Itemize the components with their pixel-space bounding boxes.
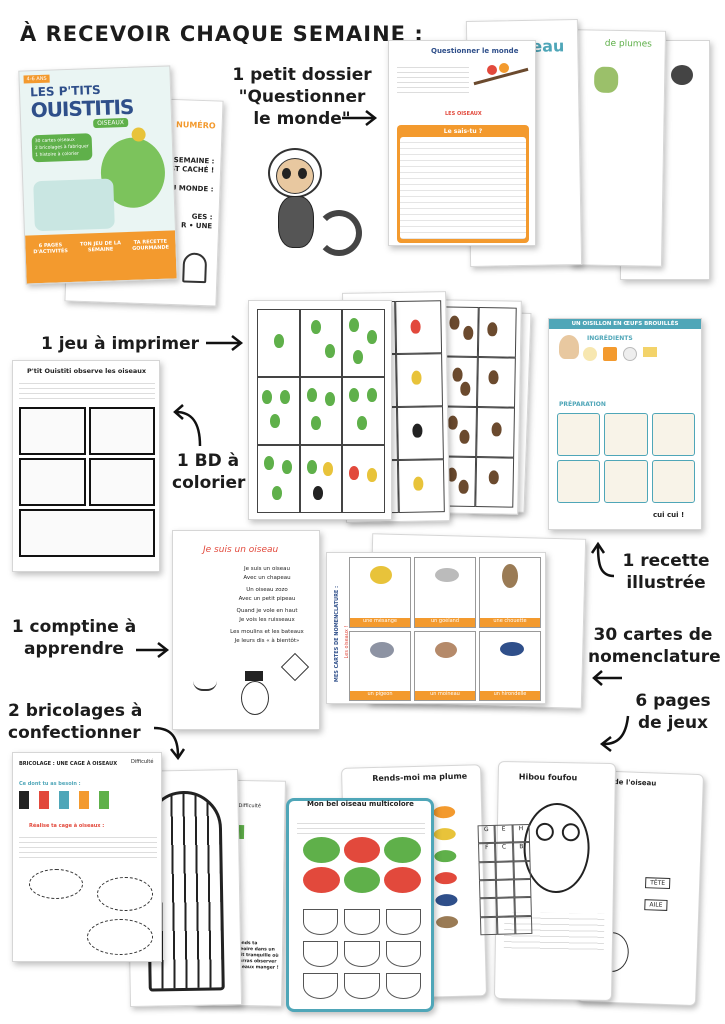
windmill-icon — [280, 652, 310, 682]
need-heading: Ce dont tu as besoin : — [19, 781, 81, 787]
arrow-right-icon — [342, 110, 378, 126]
label-bd: 1 BD à colorier — [172, 451, 246, 493]
bd-page: P'tit Ouistiti observe les oiseaux — [12, 360, 160, 572]
recette-ending: cui cui ! — [653, 511, 685, 519]
preparation-steps — [557, 413, 695, 503]
cartes-side-title: MES CARTES DE NOMENCLATURE : Les oiseaux… — [334, 585, 350, 683]
arrow-right-icon — [136, 642, 170, 658]
label-dossier: 1 petit dossier "Questionner le monde" — [232, 65, 372, 129]
difficulty-label: Difficulté — [131, 759, 154, 765]
letter-grid: G E H F C B — [477, 823, 533, 936]
bird-cutout-illustration — [97, 877, 153, 911]
bird-hat-illustration — [235, 671, 275, 721]
label-jeux: 6 pages de jeux — [635, 691, 711, 733]
cartes-grid: une mésange un goéland une chouette un p… — [349, 557, 541, 701]
magazine-subtitle: OISEAUX — [93, 117, 129, 129]
bd-comic-panels — [19, 407, 155, 557]
jeux-p3-title: Hibou foufou — [518, 772, 578, 783]
children-illustration — [33, 178, 115, 232]
cover-footer: 6 PAGES D'ACTIVITÉS TON JEU DE LA SEMAIN… — [25, 230, 177, 284]
jeux-page-1: Mon bel oiseau multicolore — [286, 798, 434, 1012]
owl-illustration — [522, 802, 591, 894]
behind-title-1: eau — [531, 36, 565, 56]
birdcage-icon — [182, 252, 208, 284]
bd-intro-text — [19, 379, 155, 401]
bird-photo — [593, 66, 619, 93]
boat-icon — [193, 681, 217, 691]
branch-illustration — [473, 55, 529, 95]
arrow-left-icon — [592, 670, 622, 686]
comptine-title: Je suis un oiseau — [203, 545, 279, 555]
difficulty-label: Difficulté — [238, 802, 261, 810]
jeux-p1-title: Mon bel oiseau multicolore — [307, 800, 414, 808]
bird-photo — [671, 65, 693, 85]
supplies-icons — [19, 791, 157, 813]
dossier-front-page: Questionner le monde Le sais-tu ? LES OI… — [388, 40, 536, 246]
arrow-curved-icon — [153, 726, 186, 761]
label-bricolages: 2 bricolages à confectionner — [8, 701, 143, 743]
dossier-quiz-box: Le sais-tu ? — [397, 125, 529, 243]
label-recette: 1 recette illustrée — [622, 551, 710, 593]
back-snippet: GES :R • UNE — [180, 212, 213, 231]
birds-grid — [303, 837, 421, 893]
label-jeu: 1 jeu à imprimer — [40, 334, 200, 354]
dossier-back-page-2: de plumes — [569, 29, 667, 267]
recette-title: UN OISILLON EN ŒUFS BROUILLÉS — [549, 319, 701, 329]
word-tete: TÊTE — [644, 877, 671, 890]
bird-cutout-illustration — [87, 919, 153, 955]
jeux-p2-title: Rends-moi ma plume — [372, 771, 468, 784]
bricolage-page-1: BRICOLAGE : UNE CAGE À OISEAUX Difficult… — [12, 752, 162, 962]
preparation-heading: PRÉPARATION — [559, 401, 606, 408]
magazine-cover: 4-6 ANS LES P'TITS OUISTITIS OISEAUX 30 … — [18, 65, 178, 285]
arrow-curved-icon — [173, 404, 202, 447]
cartes-sheet: MES CARTES DE NOMENCLATURE : Les oiseaux… — [326, 552, 546, 704]
dossier-subtitle: LES OISEAUX — [445, 111, 482, 117]
label-comptine: 1 comptine à apprendre — [11, 617, 137, 659]
arrow-curved-icon — [599, 715, 630, 752]
page-title: À RECEVOIR CHAQUE SEMAINE : — [20, 22, 424, 46]
feathers-column — [433, 805, 478, 986]
bd-title: P'tit Ouistiti observe les oiseaux — [27, 367, 147, 375]
behind-title-2: de plumes — [604, 38, 652, 50]
steps-text — [19, 833, 157, 861]
label-cartes: 30 cartes de nomenclature — [588, 625, 721, 667]
steps-heading: Réalise ta cage à oiseaux : — [29, 823, 105, 829]
age-badge: 4-6 ANS — [23, 74, 50, 84]
word-aile: AILE — [644, 899, 668, 911]
chef-illustration — [559, 335, 579, 359]
bricolage-title: BRICOLAGE : UNE CAGE À OISEAUX — [19, 761, 118, 767]
recette-page: UN OISILLON EN ŒUFS BROUILLÉS INGRÉDIENT… — [548, 318, 702, 530]
numero-text: NUMÉRO — [175, 120, 216, 131]
dossier-title: Questionner le monde — [431, 47, 519, 55]
monkey-mascot-illustration — [246, 148, 372, 268]
jeux-p1-instructions — [297, 819, 425, 835]
ingredients-heading: INGRÉDIENTS — [587, 335, 633, 342]
jeu-card-sheet-1 — [248, 300, 392, 520]
arrow-curved-icon — [590, 541, 615, 578]
bird-cutout-illustration — [29, 869, 83, 899]
dossier-intro-text — [397, 63, 469, 93]
arrow-right-icon — [206, 335, 244, 351]
nests-grid — [303, 909, 421, 999]
ingredients-row — [583, 347, 695, 375]
